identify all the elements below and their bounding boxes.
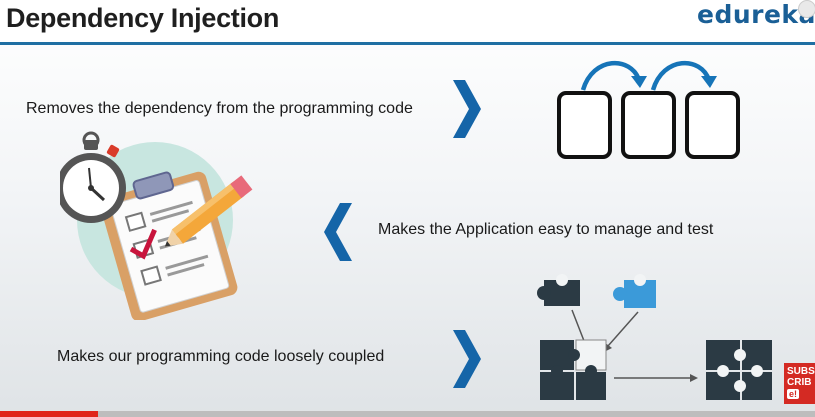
video-progress-fill [0,411,98,417]
puzzle-pieces-illustration [537,274,772,400]
puzzle-piece-icon [613,274,656,308]
point-easy-to-manage: Makes the Application easy to manage and… [378,221,714,238]
subscribe-logo: e! [787,389,800,399]
puzzle-piece-icon [537,274,580,306]
box-3 [685,91,740,159]
title-divider [0,42,815,45]
video-progress-bar[interactable] [0,411,815,417]
chevron-right-icon [453,80,481,138]
stopwatch-icon [60,131,126,223]
chevron-right-icon [453,330,481,388]
puzzle-complete-icon [706,340,772,400]
arrow-head-icon [701,76,717,88]
title-bar: Dependency Injection edureka [0,0,815,45]
info-icon[interactable] [798,0,815,18]
point-remove-dependency: Removes the dependency from the programm… [26,100,413,117]
chevron-left-icon [324,203,352,261]
puzzle-assembly-icon [540,339,607,400]
dependency-boxes-illustration [557,61,740,159]
point-loosely-coupled: Makes our programming code loosely coupl… [57,348,385,365]
subscribe-text: SUBS [787,366,815,377]
arrow-head-icon [631,76,647,88]
brand-logo: edureka [697,0,815,29]
subscribe-button[interactable]: SUBS CRIB e! [784,363,815,404]
slide-title: Dependency Injection [6,3,280,33]
curved-arrow-icon [580,61,712,91]
arrow-line [607,311,639,347]
box-2 [621,91,676,159]
box-1 [557,91,612,159]
subscribe-text: CRIB [787,377,812,388]
pencil-icon [164,175,253,247]
clipboard-checklist-icon [60,131,253,320]
